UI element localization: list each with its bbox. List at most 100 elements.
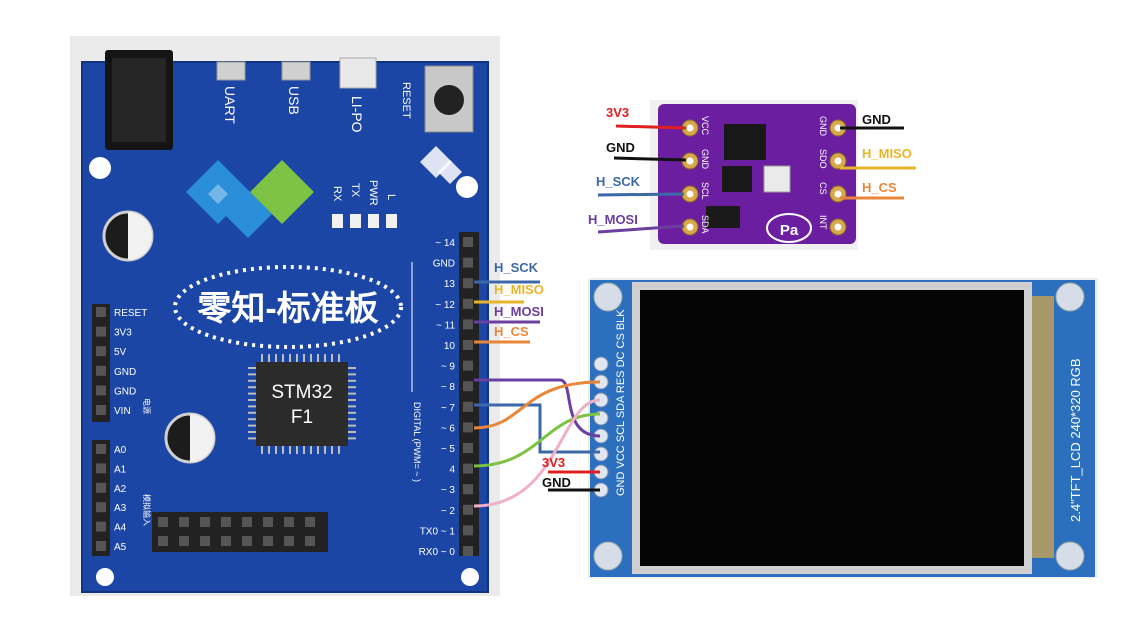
mount-hole [593,541,623,571]
sensor-label-gnd-left: GND [606,140,635,155]
sensor-label-mosi: H_MOSI [588,212,638,227]
reset-label: RESET [400,82,412,119]
sensor-pin-label: SDA [700,215,710,234]
chip-label-line2: F1 [291,407,313,428]
header-pin [96,444,106,454]
lipo-connector [339,57,377,89]
digital-pin-label: GND [433,259,455,270]
header-pin [463,463,473,474]
mount-hole [96,568,114,586]
header-pin [463,422,473,433]
header-pin [200,536,210,546]
usb-label: USB [286,86,302,115]
digital-label: DIGITAL (PWM= ~ ) [412,402,422,482]
digital-pin-label: RX0 ~ 0 [419,547,456,558]
header-pin [305,517,315,527]
lcd-screen [640,290,1024,566]
header-pin [96,463,106,474]
led-label-rx: RX [331,186,343,202]
header-pin [242,536,252,546]
uart-port [216,61,246,81]
header-pin [463,319,473,330]
board-label-sck: H_SCK [494,260,539,275]
header-pin [463,443,473,453]
header-pin [96,385,106,396]
chip-label-line1: STM32 [271,382,332,403]
mount-hole [1055,282,1085,312]
sensor-label-3v3: 3V3 [606,105,629,120]
header-pin [463,525,473,536]
power-side-label: 电源 [142,398,152,414]
lcd-pin [593,356,609,372]
header-pin [242,517,252,527]
analog-side-label: 模拟输入 [142,494,152,526]
header-pin [179,536,189,546]
header-pin [463,298,473,309]
bottom-header [152,512,328,552]
header-pin [158,517,168,527]
mount-hole [593,282,623,312]
sensor-pin-label: SCL [700,182,710,200]
header-pin [221,536,231,546]
digital-pin-label: ~ 11 [436,320,455,331]
power-pin-label: RESET [114,308,147,319]
sensor-label-sck: H_SCK [596,174,641,189]
header-pin [463,381,473,392]
led-label-l: L [385,194,397,200]
sensor-pin-label: GND [818,116,828,137]
header-pin [284,517,294,527]
digital-pin-label: 13 [444,279,456,290]
wiring [473,124,916,508]
header-pin [96,365,106,376]
power-pin-label: GND [114,367,136,378]
power-pin-label: 5V [114,347,127,358]
lingzhi-board: UART USB LI-PO RESET RX TX PWR L 零知-标准板 [70,36,500,596]
header-pin [200,517,210,527]
led-label-tx: TX [349,183,361,198]
header-pin [263,536,273,546]
sensor-logo: Pa [780,222,799,239]
board-logo [186,160,314,238]
digital-pin-label: ~ 6 [441,423,456,434]
title-oval [173,265,403,349]
header-pin [463,340,473,350]
sensor-pin-label: INT [818,215,828,230]
wire-sensor-gnd-left [613,156,687,162]
power-pin-label: GND [114,386,136,397]
board-title: 零知-标准板 [197,290,378,328]
lcd-label-gnd: GND [542,475,571,490]
header-pin [463,237,473,247]
power-header [92,304,110,422]
uart-label: UART [222,86,238,124]
led-label-pwr: PWR [367,180,379,206]
digital-pin-label: ~ 8 [441,382,456,393]
wire-pin8-to-lcd [474,378,601,438]
tft-lcd-module: 2.4"TFT_LCD 240*320 RGB GND VCC SCL SDA … [588,278,1098,578]
wire-pin7-to-lcd [474,403,600,454]
corner-logo [420,146,462,184]
digital-pin-label: ~ 5 [441,444,456,455]
wire-sensor-3v3 [615,124,687,130]
mount-hole [456,176,478,198]
digital-pin-label: ~ 2 [441,506,456,517]
digital-pin-label: 10 [444,341,456,352]
wire-pin4-to-lcd [473,412,601,468]
wire-sensor-mosi [597,224,685,234]
usb-port [281,61,311,81]
led-l [386,214,397,228]
board-label-miso: H_MISO [494,282,544,297]
header-pin [96,405,106,415]
mount-hole [89,157,111,179]
header-pin [284,536,294,546]
header-pin [463,360,473,371]
wire-pin6-to-lcd [473,380,601,430]
header-pin [96,326,106,337]
lcd-side-text: 2.4"TFT_LCD 240*320 RGB [1068,358,1083,522]
header-pin [463,278,473,289]
led-rx [332,214,343,228]
digital-pin-label: ~ 12 [435,300,455,311]
sensor-label-gnd-right: GND [862,112,891,127]
digital-pin-label: 4 [449,465,455,476]
sensor-label-cs: H_CS [862,180,897,195]
